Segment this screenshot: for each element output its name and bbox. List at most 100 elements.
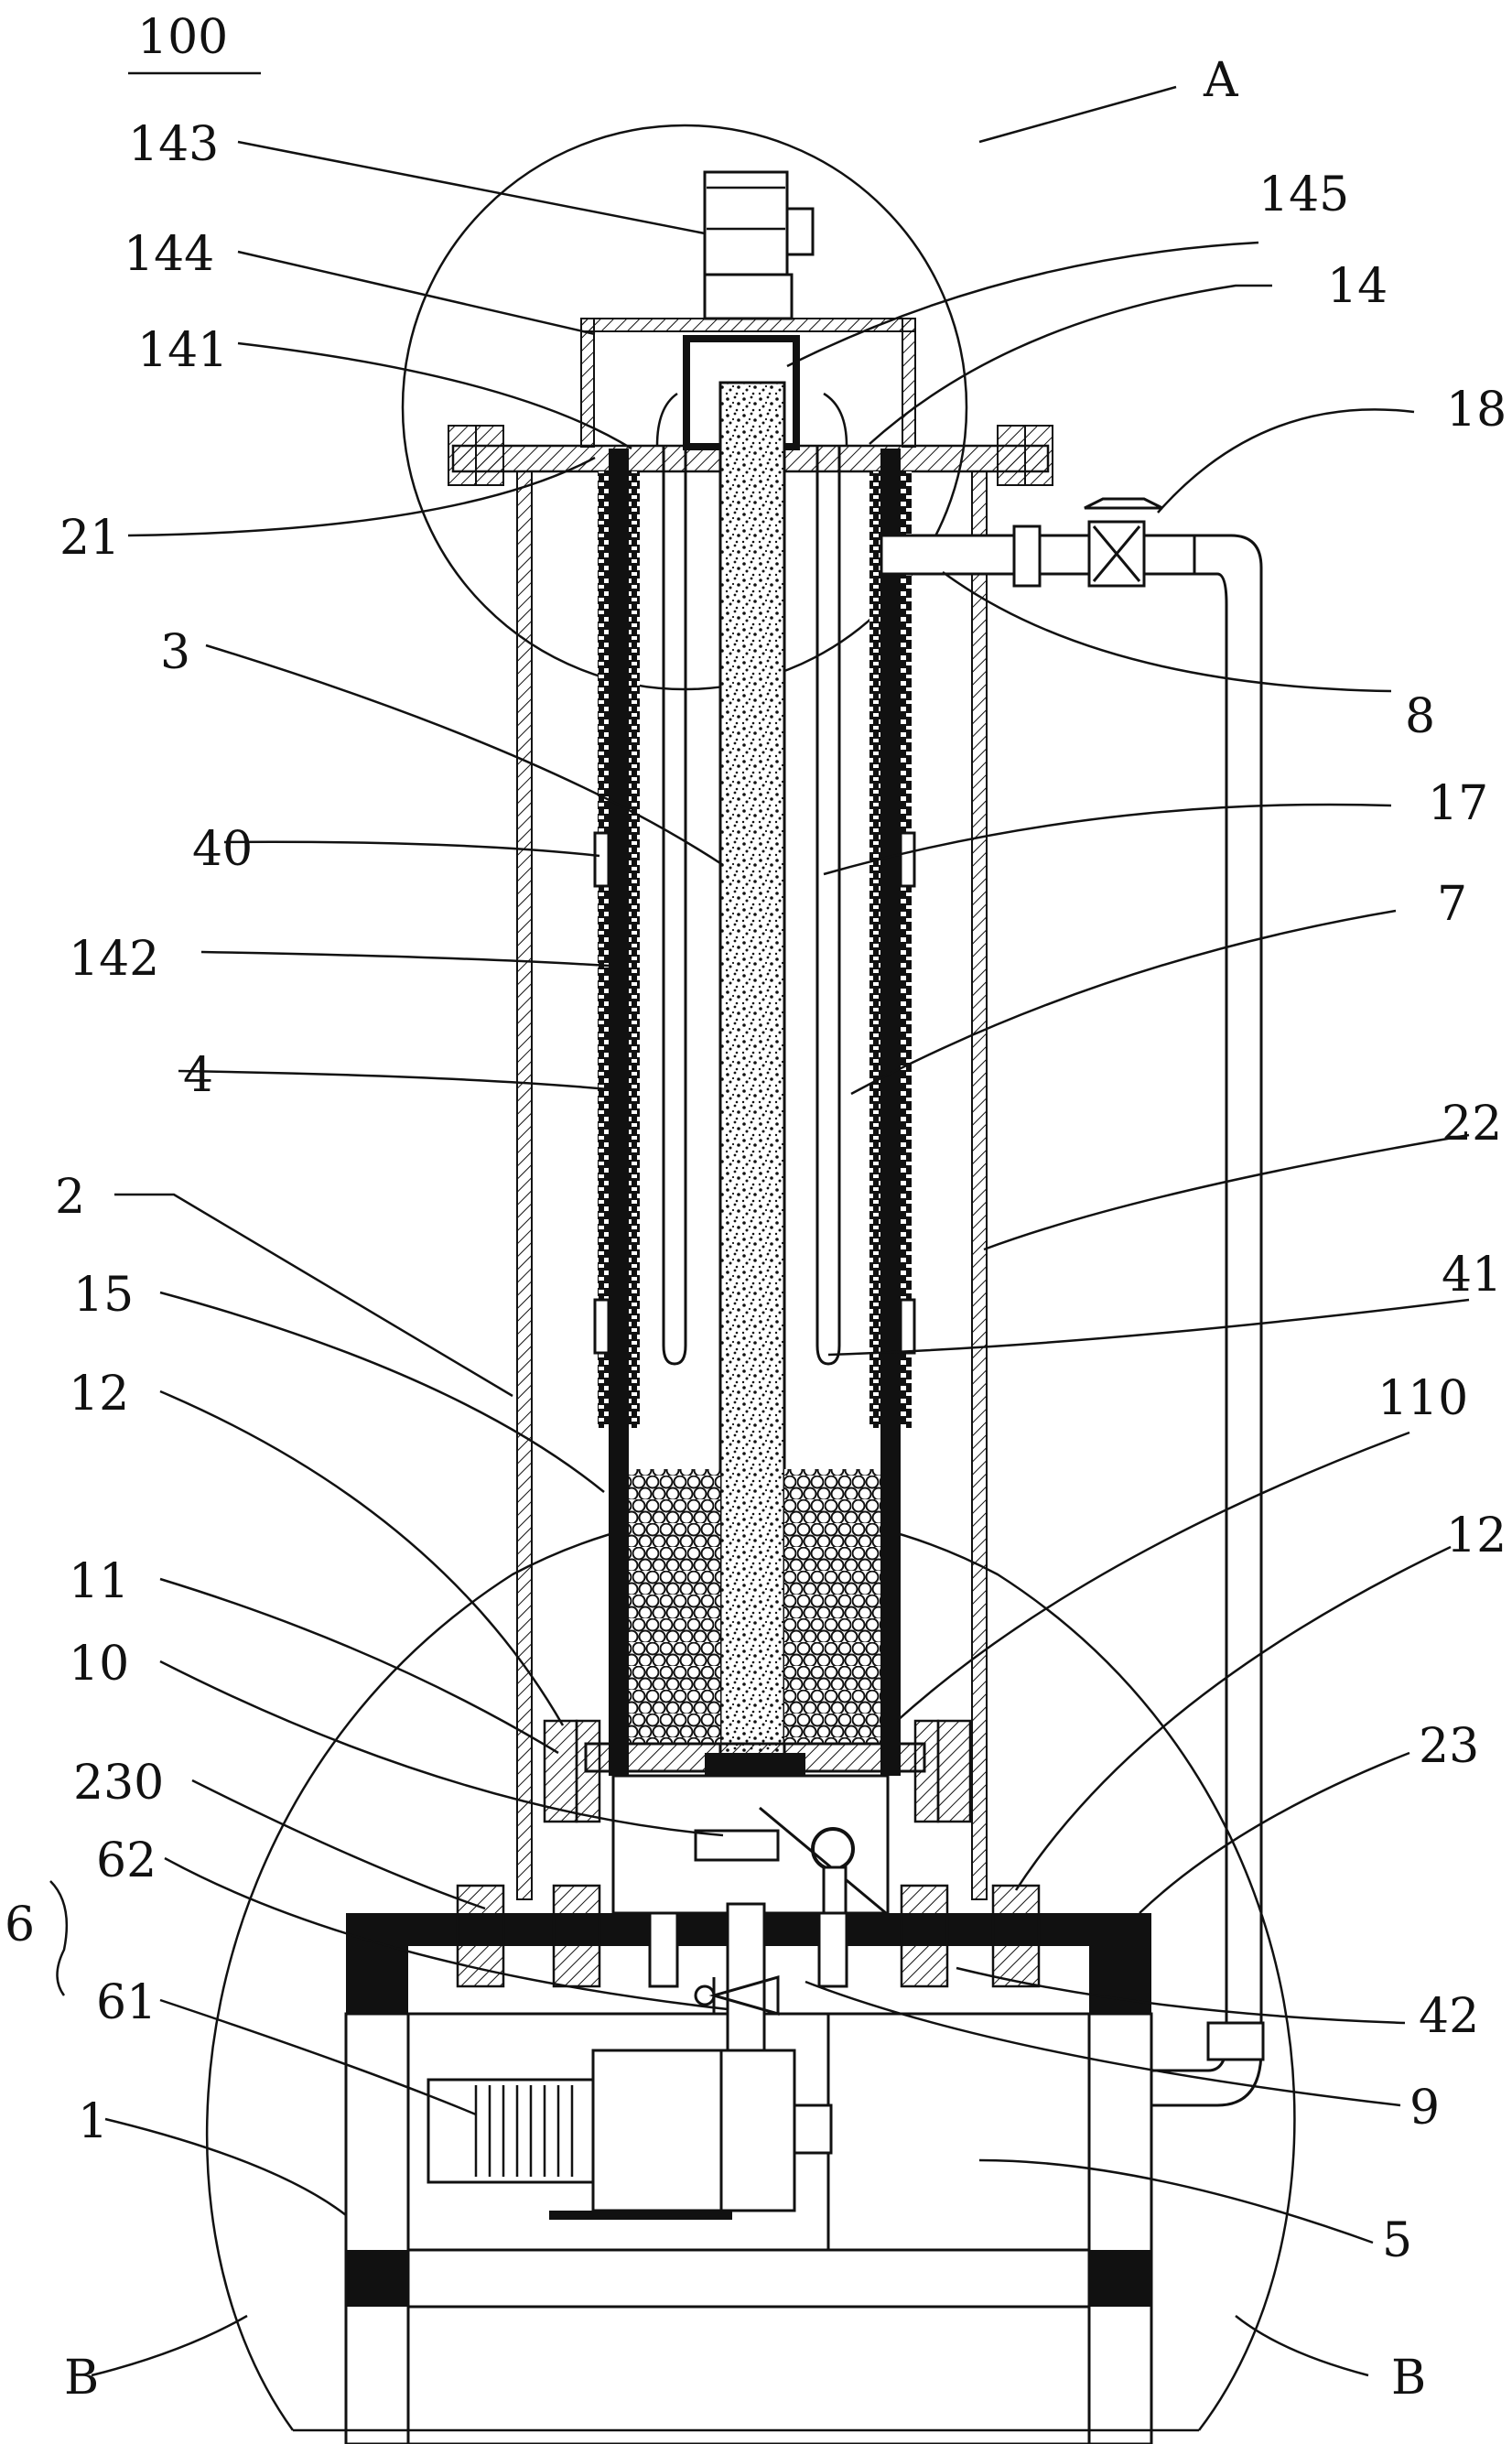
base-crossbar-right <box>1089 2250 1151 2307</box>
clamp-right-1 <box>913 1719 940 1823</box>
motor-coupling <box>703 273 794 320</box>
base-crossbar-left <box>346 2250 408 2307</box>
electrode-strip-left-outer <box>598 471 609 1428</box>
outer-housing-left-wall <box>516 470 533 1900</box>
central-filter-rod <box>718 381 786 1767</box>
electrode-strip-left <box>629 471 640 1428</box>
pump-inlet <box>793 2103 833 2155</box>
platform-bolt-2 <box>552 1884 601 1988</box>
valve-62-handle <box>694 1984 716 2006</box>
label-b-right: B <box>1391 2351 1426 2406</box>
outlet-pipe-8 <box>880 534 1025 576</box>
wire-left <box>655 392 678 447</box>
label-12-left: 12 <box>69 1367 129 1422</box>
label-143: 143 <box>128 117 219 172</box>
outlet-union <box>1012 524 1042 588</box>
heating-tube-left <box>662 446 687 1366</box>
platform-bolt-3 <box>900 1884 949 1988</box>
electrode-strip-right-outer <box>901 471 912 1428</box>
label-b-left: B <box>64 2351 99 2406</box>
pulley <box>811 1827 855 1871</box>
leader-lines-left <box>49 140 729 2377</box>
return-pipe-inner <box>1151 572 1228 2072</box>
leader-lines-right <box>786 85 1470 2377</box>
support-lug-right-upper <box>899 831 916 888</box>
label-40: 40 <box>192 822 253 877</box>
cover-right-wall <box>902 318 916 448</box>
outlet-pipe-3 <box>1142 534 1196 576</box>
valve-18-cross <box>1092 525 1141 582</box>
label-9: 9 <box>1409 2081 1440 2136</box>
label-23: 23 <box>1419 1719 1479 1774</box>
link-rod <box>759 1806 898 1924</box>
label-21: 21 <box>59 511 120 566</box>
label-8: 8 <box>1405 689 1435 744</box>
label-4: 4 <box>183 1048 213 1103</box>
label-144: 144 <box>124 227 214 282</box>
label-230: 230 <box>73 1756 164 1811</box>
support-lug-left-lower <box>593 1298 610 1355</box>
support-lug-right-lower <box>899 1298 916 1355</box>
label-42: 42 <box>1419 1989 1479 2044</box>
flange-bolt-right <box>997 425 1026 486</box>
label-142: 142 <box>69 932 159 987</box>
filter-balls-right <box>784 1469 880 1744</box>
label-141: 141 <box>137 323 228 378</box>
electrode-strip-right <box>869 471 880 1428</box>
label-a: A <box>1203 53 1239 108</box>
heating-tube-right <box>815 446 841 1366</box>
label-6: 6 <box>5 1898 35 1952</box>
label-7: 7 <box>1437 877 1467 932</box>
pump-riser-pipe <box>726 1902 766 2052</box>
wire-right <box>823 392 848 447</box>
inner-cylinder-left-wall <box>609 449 629 1776</box>
filter-balls-left <box>629 1469 720 1744</box>
outer-housing-right-wall <box>971 470 988 1900</box>
label-2: 2 <box>55 1170 85 1225</box>
clamp-right-2 <box>936 1719 972 1823</box>
outlet-pipe-2 <box>1038 534 1096 576</box>
flange-bolt-left <box>448 425 477 486</box>
clamp-left-2 <box>575 1719 601 1823</box>
label-110: 110 <box>1377 1371 1468 1426</box>
pump-head <box>719 2049 796 2212</box>
label-41: 41 <box>1442 1248 1502 1303</box>
figure-title: 100 <box>137 10 228 65</box>
valve-18-handle <box>1084 497 1163 510</box>
motor-terminal-box <box>785 207 815 256</box>
base-platform-left-block <box>346 1913 408 2014</box>
pump-motor-body <box>427 2078 595 2184</box>
label-3: 3 <box>160 625 190 680</box>
water-tank <box>826 2012 1091 2252</box>
pump-coupling <box>591 2049 723 2212</box>
cover-left-wall <box>580 318 595 448</box>
inner-cylinder-right-wall <box>880 449 901 1776</box>
label-11: 11 <box>69 1554 129 1609</box>
label-145: 145 <box>1258 168 1349 222</box>
motor-body <box>703 170 789 276</box>
label-17: 17 <box>1428 776 1488 831</box>
flange-bolt-right-2 <box>1024 425 1053 486</box>
pump-motor-fins <box>474 2085 574 2177</box>
label-15: 15 <box>73 1268 134 1323</box>
label-1: 1 <box>78 2094 108 2149</box>
guide-sleeve-right <box>817 1911 848 1988</box>
label-5: 5 <box>1382 2213 1412 2268</box>
clamp-left-1 <box>543 1719 578 1823</box>
label-12-right: 12 <box>1446 1509 1507 1563</box>
label-22: 22 <box>1442 1097 1502 1152</box>
platform-bolt-4 <box>991 1884 1041 1988</box>
return-pipe-fitting <box>1206 2021 1265 2061</box>
support-lug-left-upper <box>593 831 610 888</box>
pump-mount <box>549 2211 732 2220</box>
label-62: 62 <box>96 1833 157 1888</box>
guide-sleeve-left <box>648 1911 679 1988</box>
label-14: 14 <box>1327 259 1388 314</box>
label-18: 18 <box>1446 383 1507 438</box>
spray-nozzle <box>694 1829 780 1862</box>
label-61: 61 <box>96 1975 157 2030</box>
flange-bolt-left-2 <box>475 425 504 486</box>
label-10: 10 <box>69 1637 129 1692</box>
bottom-plate-seat <box>705 1753 805 1776</box>
